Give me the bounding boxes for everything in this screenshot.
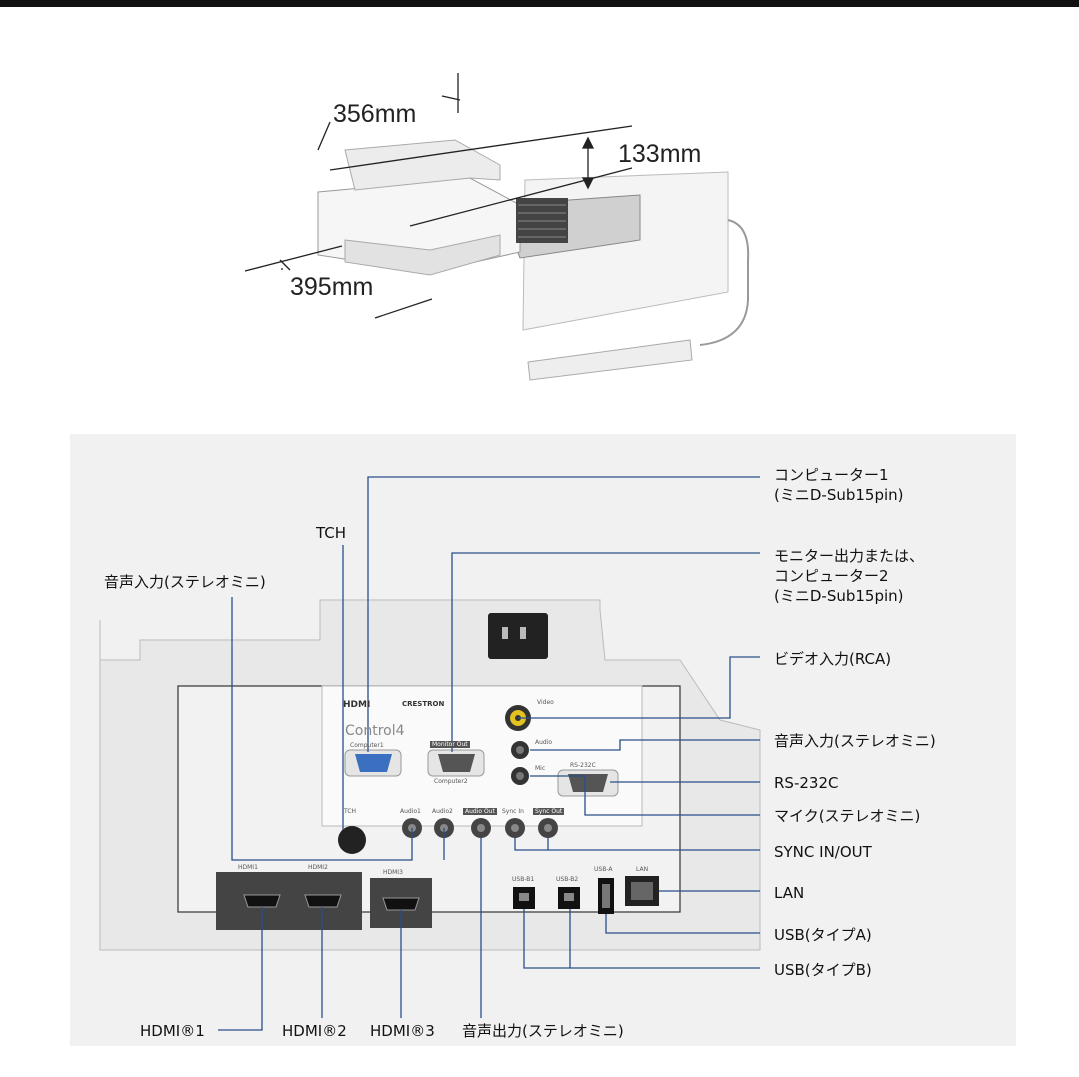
- leader-audio-in-left: [231, 597, 413, 861]
- panel-label-audio2: Audio2: [432, 808, 453, 815]
- label-hdmi1: HDMI®1: [140, 1022, 205, 1040]
- panel-label-monitor-out: Monitor Out: [430, 741, 470, 748]
- leader-monitor-out: [451, 552, 760, 752]
- usb-b2-port: [558, 887, 580, 909]
- lan-port: [625, 876, 659, 906]
- monitor-out-port: [427, 749, 485, 777]
- tch-port: [338, 826, 366, 854]
- leader-mic: [530, 775, 760, 816]
- sync-in-port: [505, 818, 525, 838]
- label-audio-out: 音声出力(ステレオミニ): [462, 1022, 624, 1040]
- panel-label-sync-in: Sync In: [502, 808, 524, 815]
- label-monitor-out: モニター出力または、 コンピューター2 (ミニD-Sub15pin): [774, 547, 925, 605]
- control4-logo: Control4: [345, 723, 405, 739]
- panel-label-mic: Mic: [535, 765, 546, 772]
- label-audio-in-right: 音声入力(ステレオミニ): [774, 732, 936, 750]
- leader-hdmi1: [218, 907, 263, 1031]
- panel-label-audio: Audio: [535, 739, 553, 746]
- leader-usb-a: [605, 914, 760, 934]
- label-hdmi3: HDMI®3: [370, 1022, 435, 1040]
- panel-label-usb-b1: USB-B1: [512, 876, 535, 883]
- panel-label-lan: LAN: [636, 866, 649, 873]
- panel-label-tch: TCH: [344, 808, 357, 815]
- leader-video: [518, 656, 760, 719]
- audio-out-port: [471, 818, 491, 838]
- label-usb-b: USB(タイプB): [774, 961, 872, 979]
- sync-out-port: [538, 818, 558, 838]
- leader-computer1: [367, 476, 760, 752]
- crestron-logo: CRESTRON: [402, 700, 445, 708]
- audio-in-right-port: [511, 741, 529, 759]
- hdmi1-port: [243, 894, 281, 908]
- panel-label-rs232c: RS-232C: [570, 762, 596, 769]
- mic-port: [511, 767, 529, 785]
- usb-a-port: [598, 878, 614, 914]
- panel-label-usb-b2: USB-B2: [556, 876, 579, 883]
- label-tch: TCH: [316, 524, 347, 542]
- label-audio-in-left: 音声入力(ステレオミニ): [104, 573, 266, 591]
- projector-bottom: [344, 234, 501, 276]
- label-mic: マイク(ステレオミニ): [774, 807, 921, 825]
- label-sync: SYNC IN/OUT: [774, 843, 872, 861]
- rs232c-port: [557, 769, 619, 797]
- computer1-port: [344, 749, 402, 777]
- panel-label-video: Video: [537, 699, 554, 706]
- panel-label-computer2: Computer2: [434, 778, 468, 785]
- power-inlet: [488, 613, 548, 659]
- hdmi2-port: [304, 894, 342, 908]
- projector-top: [344, 139, 501, 191]
- label-usb-a: USB(タイプA): [774, 926, 872, 944]
- leader-usb-b: [523, 909, 760, 969]
- label-rs232c: RS-232C: [774, 774, 839, 792]
- cable: [699, 219, 750, 346]
- label-computer1: コンピューター1 (ミニD-Sub15pin): [774, 466, 904, 504]
- top-border: [0, 0, 1079, 7]
- label-lan: LAN: [774, 884, 805, 902]
- panel-label-audio-out: Audio Out: [463, 808, 497, 815]
- leader-sync: [514, 838, 760, 851]
- dimension-depth: 395mm: [290, 273, 374, 301]
- leader-lines: [218, 476, 760, 1031]
- label-video-in: ビデオ入力(RCA): [774, 650, 892, 668]
- panel-label-audio1: Audio1: [400, 808, 421, 815]
- hdmi3-port: [382, 897, 420, 911]
- panel-label-computer1: Computer1: [350, 742, 384, 749]
- dimension-height: 133mm: [618, 140, 702, 168]
- dimension-lines: [244, 73, 633, 319]
- dimension-width: 356mm: [333, 100, 417, 128]
- panel-label-hdmi1: HDMI1: [238, 864, 258, 871]
- leader-audio-in-right: [530, 739, 760, 751]
- usb-b1-port: [513, 887, 535, 909]
- hdmi-logo: HDMI: [343, 700, 371, 710]
- projector-vent: [516, 198, 568, 243]
- panel-label-hdmi2: HDMI2: [308, 864, 328, 871]
- pen-tray: [527, 339, 693, 381]
- label-hdmi2: HDMI®2: [282, 1022, 347, 1040]
- panel-label-sync-out: Sync Out: [533, 808, 565, 815]
- panel-label-hdmi3: HDMI3: [383, 869, 403, 876]
- panel-label-usb-a: USB-A: [594, 866, 613, 873]
